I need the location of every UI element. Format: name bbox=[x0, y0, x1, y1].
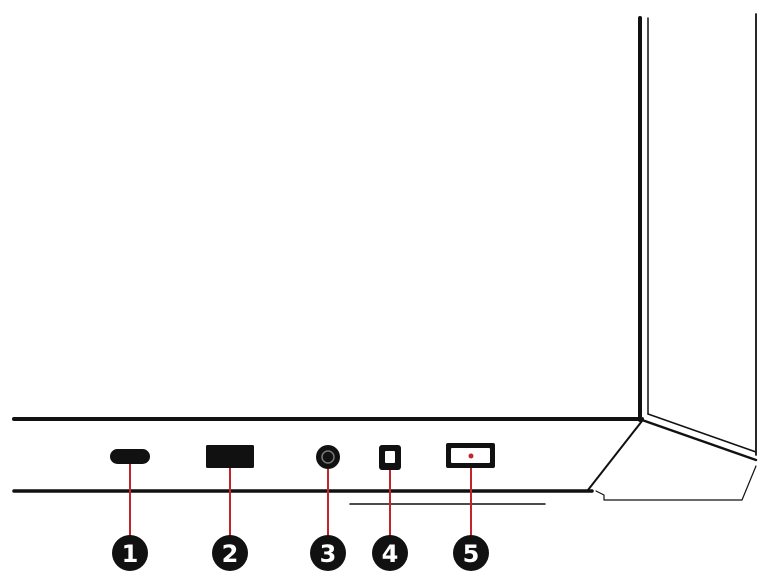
audio-jack-icon bbox=[316, 445, 340, 469]
bezel-underside bbox=[595, 465, 757, 501]
corner-bevel-top bbox=[647, 413, 757, 453]
usb-a-port-icon bbox=[206, 445, 254, 468]
power-button-icon bbox=[446, 443, 495, 468]
callout-number-2: 2 bbox=[222, 540, 239, 568]
square-button-icon bbox=[379, 445, 401, 470]
callout-number-5: 5 bbox=[463, 540, 480, 568]
bezel-front-slant bbox=[587, 420, 643, 491]
monitor-outline bbox=[12, 13, 758, 505]
callout-badge-4: 4 bbox=[372, 535, 408, 571]
callout-badge-1: 1 bbox=[112, 535, 148, 571]
callout-number-4: 4 bbox=[382, 540, 399, 568]
callout-number-1: 1 bbox=[122, 540, 139, 568]
callout-badge-3: 3 bbox=[310, 535, 346, 571]
port-icons bbox=[110, 443, 495, 470]
callout-badges: 1 2 3 4 5 bbox=[112, 535, 489, 571]
callout-number-3: 3 bbox=[320, 540, 337, 568]
leader-lines bbox=[129, 464, 472, 538]
usb-c-port-icon bbox=[110, 449, 150, 464]
callout-badge-5: 5 bbox=[453, 535, 489, 571]
corner-bevel-bottom bbox=[640, 418, 758, 462]
callout-badge-2: 2 bbox=[212, 535, 248, 571]
